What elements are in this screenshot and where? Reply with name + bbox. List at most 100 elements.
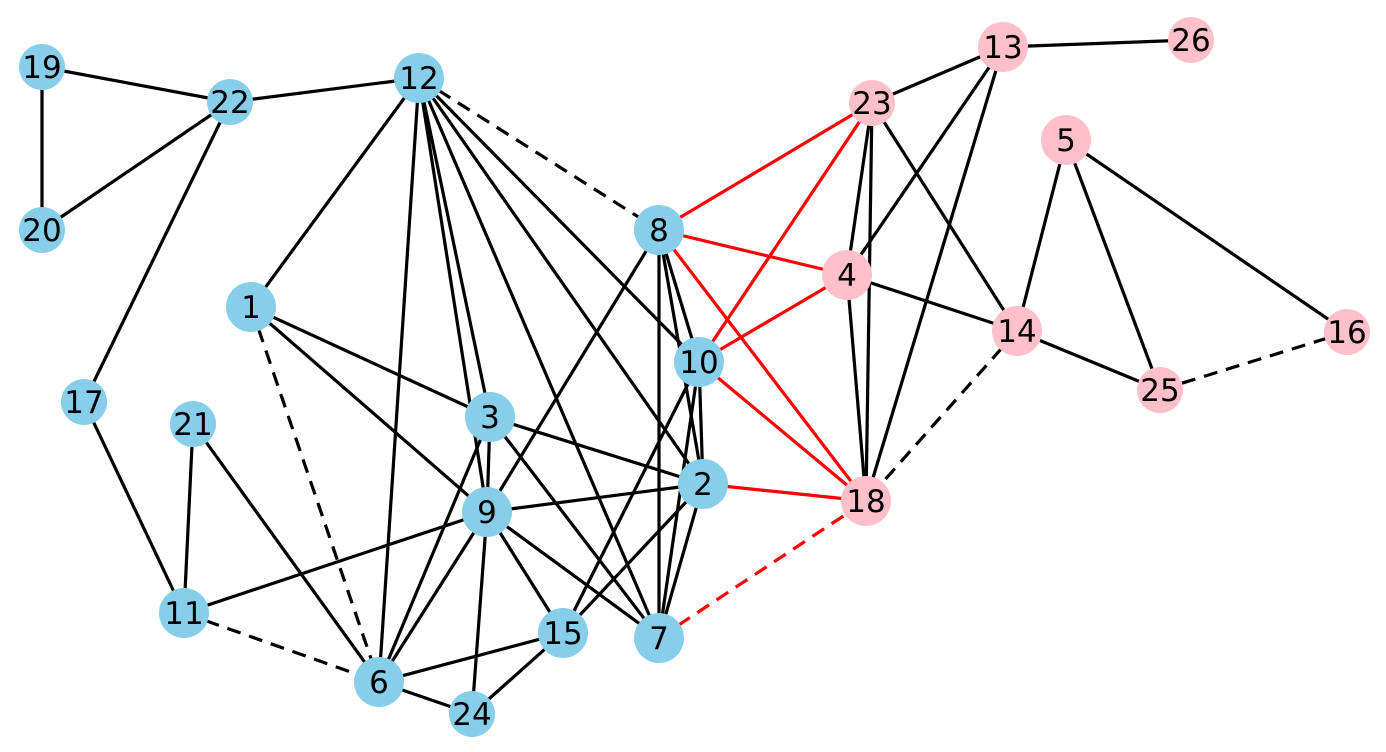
node-6: 6 — [354, 657, 404, 707]
node-24: 24 — [449, 691, 495, 737]
node-circle-26 — [1168, 17, 1214, 63]
node-label-18: 18 — [846, 484, 885, 520]
node-circle-7 — [634, 613, 684, 663]
edge-10-18 — [697, 360, 868, 503]
node-circle-25 — [1137, 367, 1183, 413]
node-label-11: 11 — [164, 596, 203, 632]
node-label-13: 13 — [983, 30, 1022, 66]
edge-12-6 — [377, 77, 421, 683]
node-circle-4 — [822, 250, 872, 300]
node-13: 13 — [978, 22, 1028, 72]
node-label-24: 24 — [452, 697, 491, 733]
edge-13-18 — [864, 46, 1005, 502]
node-label-17: 17 — [64, 385, 103, 421]
edge-22-12 — [229, 76, 420, 104]
edge-1-3 — [250, 305, 491, 419]
node-label-10: 10 — [679, 345, 718, 381]
edge-2-7 — [657, 483, 705, 639]
node-label-15: 15 — [543, 616, 582, 652]
edge-1-6 — [249, 306, 381, 683]
node-circle-19 — [19, 44, 65, 90]
node-circle-14 — [992, 306, 1042, 356]
edge-22-17 — [82, 101, 232, 403]
edge-25-16 — [1159, 330, 1348, 392]
edge-13-26 — [1002, 38, 1192, 49]
node-26: 26 — [1168, 17, 1214, 63]
edge-6-15 — [378, 631, 564, 684]
edge-9-24 — [470, 511, 489, 715]
edge-12-8 — [418, 76, 660, 232]
node-label-21: 21 — [173, 407, 212, 443]
node-circle-22 — [207, 79, 253, 125]
node-label-2: 2 — [693, 467, 713, 503]
node-circle-5 — [1041, 115, 1091, 165]
node-circle-6 — [354, 657, 404, 707]
edge-20-22 — [41, 100, 231, 232]
node-10: 10 — [674, 337, 724, 387]
node-circle-11 — [159, 588, 209, 638]
edge-11-6 — [183, 611, 380, 684]
node-7: 7 — [634, 613, 684, 663]
edge-23-18 — [864, 102, 874, 502]
edge-15-10 — [561, 361, 701, 634]
edge-7-18 — [658, 499, 867, 640]
node-12: 12 — [394, 53, 444, 103]
node-label-3: 3 — [480, 400, 500, 436]
edge-9-7 — [486, 510, 660, 640]
edge-5-16 — [1065, 138, 1348, 334]
edge-10-7 — [657, 361, 701, 639]
node-label-1: 1 — [241, 290, 261, 326]
node-20: 20 — [19, 207, 65, 253]
node-label-8: 8 — [649, 213, 669, 249]
edge-12-3 — [417, 77, 492, 418]
node-label-7: 7 — [649, 621, 669, 657]
edge-3-7 — [488, 416, 661, 639]
node-2: 2 — [678, 459, 728, 509]
node-circle-21 — [170, 401, 216, 447]
edge-4-18 — [845, 274, 868, 502]
edge-4-14 — [846, 273, 1018, 333]
edge-9-6 — [377, 511, 489, 683]
edge-8-23 — [658, 101, 873, 232]
node-1: 1 — [226, 282, 276, 332]
node-18: 18 — [841, 476, 891, 526]
node-circle-13 — [978, 22, 1028, 72]
node-8: 8 — [634, 205, 684, 255]
node-17: 17 — [61, 379, 107, 425]
node-16: 16 — [1324, 309, 1370, 355]
node-circle-10 — [674, 337, 724, 387]
edge-11-9 — [183, 510, 488, 615]
edge-23-4 — [845, 102, 874, 276]
node-25: 25 — [1137, 367, 1183, 413]
edge-1-12 — [249, 77, 421, 308]
node-label-4: 4 — [837, 258, 857, 294]
node-19: 19 — [19, 44, 65, 90]
node-circle-24 — [449, 691, 495, 737]
node-21: 21 — [170, 401, 216, 447]
edge-14-25 — [1016, 329, 1161, 392]
node-circle-18 — [841, 476, 891, 526]
node-15: 15 — [538, 608, 588, 658]
node-5: 5 — [1041, 115, 1091, 165]
node-circle-20 — [19, 207, 65, 253]
edge-12-7 — [417, 77, 661, 639]
node-3: 3 — [465, 392, 515, 442]
edge-layer — [40, 38, 1348, 716]
node-label-16: 16 — [1327, 315, 1366, 351]
edge-10-23 — [697, 102, 874, 363]
node-circle-16 — [1324, 309, 1370, 355]
node-circle-3 — [465, 392, 515, 442]
node-circle-17 — [61, 379, 107, 425]
node-circle-23 — [849, 80, 895, 126]
node-circle-8 — [634, 205, 684, 255]
edge-5-25 — [1064, 139, 1162, 391]
edge-8-18 — [657, 229, 868, 502]
node-14: 14 — [992, 306, 1042, 356]
node-4: 4 — [822, 250, 872, 300]
node-label-26: 26 — [1171, 23, 1210, 59]
edge-2-18 — [702, 482, 867, 503]
edge-21-6 — [191, 423, 381, 683]
node-label-23: 23 — [852, 86, 891, 122]
node-label-6: 6 — [369, 665, 389, 701]
edge-15-2 — [561, 482, 705, 635]
